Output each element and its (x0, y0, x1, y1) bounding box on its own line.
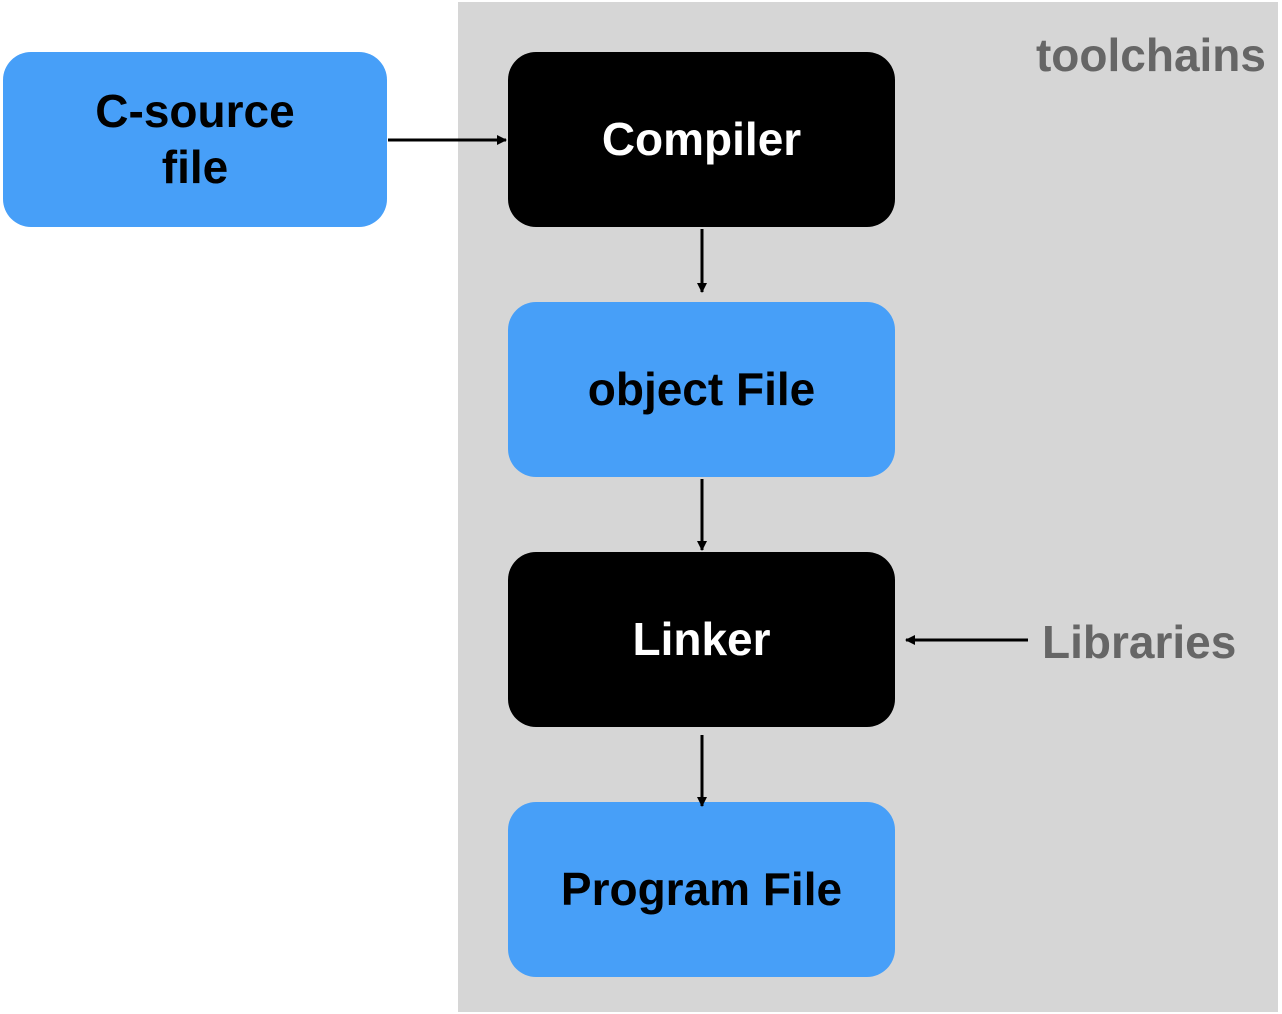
object-file-label: object File (587, 362, 816, 415)
compiler-label: Compiler (601, 112, 802, 165)
toolchains-label: toolchains (1035, 29, 1266, 81)
c-source-file-label: C-source file (95, 85, 295, 193)
linker-node: Linker (508, 552, 895, 727)
object-file-node: object File (508, 302, 895, 477)
libraries-label: Libraries (1042, 616, 1237, 668)
program-file-node: Program File (508, 802, 895, 977)
program-file-label: Program File (560, 862, 843, 915)
linker-label: Linker (632, 612, 771, 665)
compiler-node: Compiler (508, 52, 895, 227)
c-source-file-node: C-source file (3, 52, 387, 227)
